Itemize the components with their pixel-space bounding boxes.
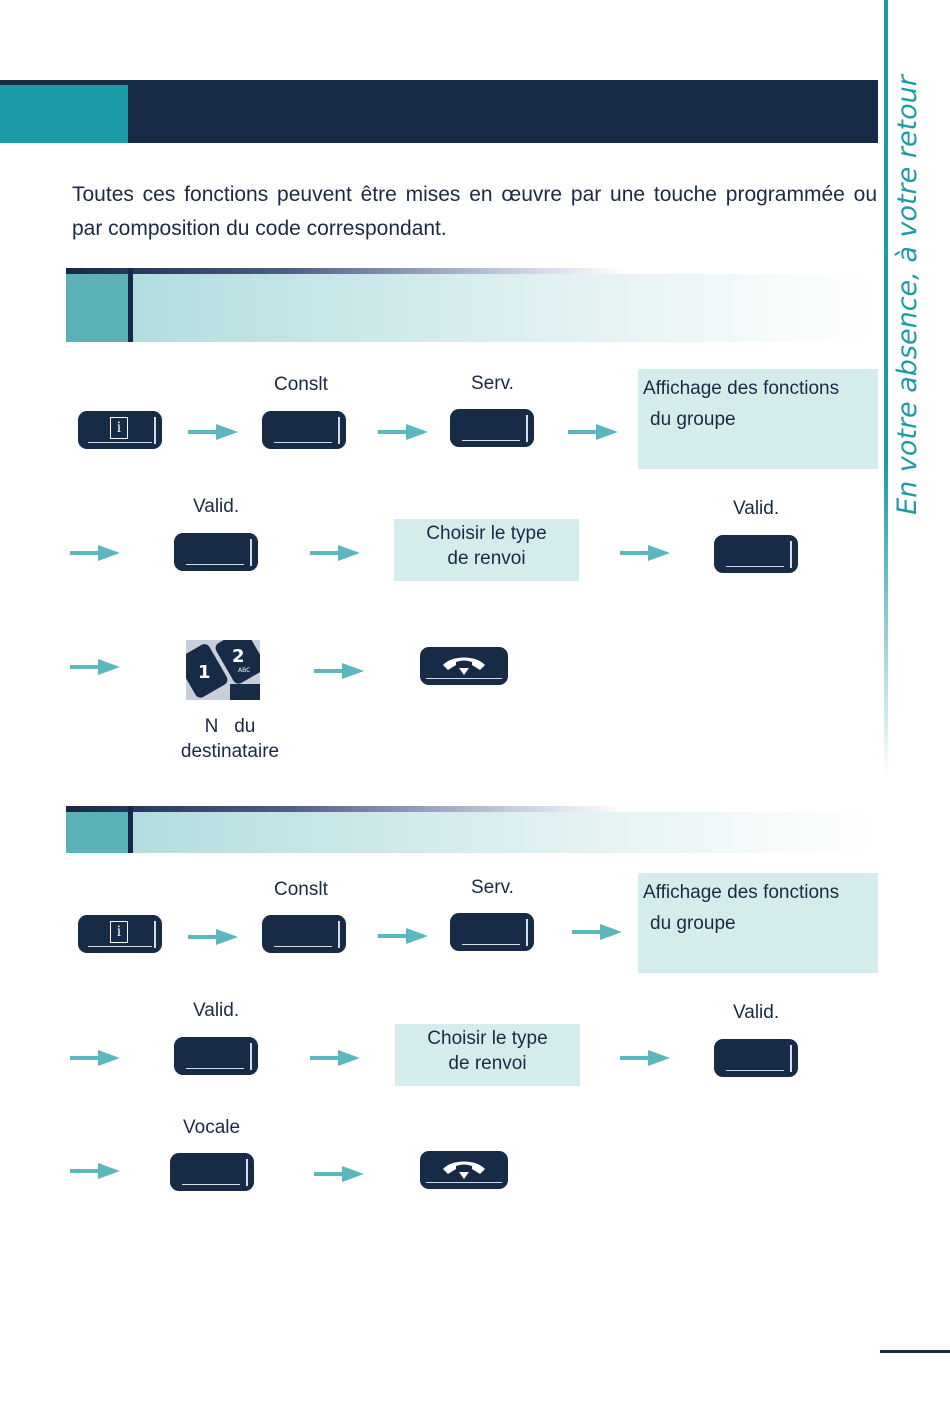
valid-key[interactable] (174, 533, 258, 571)
arrow-icon (188, 424, 238, 440)
arrow-icon (572, 924, 622, 940)
arrow-icon (70, 1163, 120, 1179)
serv-key[interactable] (450, 409, 534, 447)
section-2-top-rule (66, 806, 626, 812)
vocale-key[interactable] (170, 1153, 254, 1191)
choisir-line-1: Choisir le type (427, 1028, 548, 1049)
hangup-icon (443, 1161, 485, 1179)
destinataire-line-1: N du (204, 716, 256, 737)
choisir-box: Choisir le type de renvoi (394, 519, 579, 581)
valid-label: Valid. (193, 496, 240, 517)
arrow-icon (568, 424, 618, 440)
consult-label: Conslt (274, 374, 328, 395)
section-2-bar (66, 812, 876, 853)
keypad-icon[interactable]: 1 2 ABC (186, 640, 260, 700)
consult-key[interactable] (262, 411, 346, 449)
header-band (0, 80, 878, 143)
valid-label: Valid. (733, 498, 780, 519)
info-key[interactable]: i (78, 915, 162, 953)
arrow-icon (620, 1050, 670, 1066)
arrow-icon (70, 1050, 120, 1066)
destinataire-caption: N du destinataire (160, 714, 300, 764)
valid-key[interactable] (714, 1039, 798, 1077)
section-2-accent (66, 812, 128, 853)
affichage-line-1: Affichage des fonctions (643, 378, 840, 399)
keypad-digit-2: 2 (232, 646, 245, 667)
arrow-icon (314, 663, 364, 679)
choisir-box: Choisir le type de renvoi (395, 1024, 580, 1086)
affichage-line-2: du groupe (650, 409, 736, 430)
section-1-bar (66, 274, 876, 342)
valid-label: Valid. (733, 1002, 780, 1023)
hangup-icon (443, 657, 485, 675)
header-accent (0, 85, 128, 143)
hangup-key[interactable] (420, 1151, 508, 1189)
consult-key[interactable] (262, 915, 346, 953)
arrow-icon (310, 1050, 360, 1066)
destinataire-line-2: destinataire (180, 741, 280, 762)
section-1-top-rule (66, 268, 626, 274)
affichage-box: Affichage des fonctions du groupe (638, 873, 878, 973)
keypad-digit-1: 1 (198, 662, 211, 683)
arrow-icon (314, 1166, 364, 1182)
valid-label: Valid. (193, 1000, 240, 1021)
arrow-icon (620, 545, 670, 561)
affichage-line-2: du groupe (650, 913, 736, 934)
serv-label: Serv. (471, 877, 514, 898)
info-icon: i (110, 417, 128, 439)
affichage-box: Affichage des fonctions du groupe (638, 369, 878, 469)
choisir-line-2: de renvoi (448, 1053, 527, 1074)
valid-key[interactable] (174, 1037, 258, 1075)
serv-label: Serv. (471, 373, 514, 394)
keypad-abc: ABC (238, 667, 250, 674)
section-1-accent (66, 274, 128, 342)
side-title: En votre absence, à votre retour (892, 75, 923, 515)
arrow-icon (188, 929, 238, 945)
info-key[interactable]: i (78, 411, 162, 449)
affichage-line-1: Affichage des fonctions (643, 882, 840, 903)
arrow-icon (70, 659, 120, 675)
arrow-icon (70, 545, 120, 561)
choisir-line-1: Choisir le type (426, 523, 547, 544)
hangup-key[interactable] (420, 647, 508, 685)
serv-key[interactable] (450, 913, 534, 951)
vocale-label: Vocale (183, 1117, 241, 1138)
intro-paragraph: Toutes ces fonctions peuvent être mises … (72, 183, 877, 240)
valid-key[interactable] (714, 535, 798, 573)
consult-label: Conslt (274, 879, 328, 900)
section-2-divider (128, 806, 133, 853)
arrow-icon (310, 545, 360, 561)
info-icon: i (110, 921, 128, 943)
arrow-icon (378, 928, 428, 944)
bottom-rule (880, 1350, 950, 1353)
choisir-line-2: de renvoi (447, 548, 526, 569)
arrow-icon (378, 424, 428, 440)
side-rule (884, 0, 888, 780)
section-1-divider (128, 268, 133, 342)
